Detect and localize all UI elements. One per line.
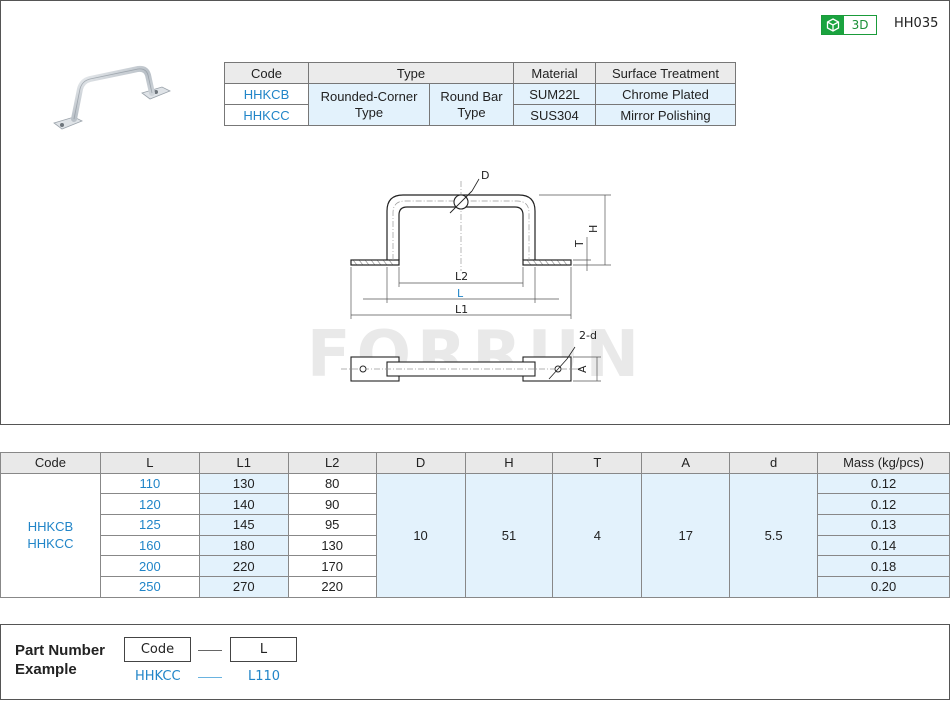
part-number-title-line1: Part Number xyxy=(15,642,106,659)
spec-header-a: A xyxy=(641,452,731,474)
h-cell: 51 xyxy=(464,472,554,598)
table-row: 120 140 90 0.12 xyxy=(1,493,950,516)
l-cell[interactable]: 160 xyxy=(99,534,200,557)
product-photo xyxy=(53,65,171,130)
d-cell: 10 xyxy=(375,472,466,598)
mass-cell: 0.13 xyxy=(817,514,950,536)
pn-example-code: HHKCC xyxy=(135,669,181,684)
header-surface: Surface Treatment xyxy=(595,62,736,84)
spec-header-code: Code xyxy=(0,452,101,474)
material-cell: SUM22L xyxy=(513,83,596,105)
dim-label-l: L xyxy=(457,287,464,300)
dim-label-t: T xyxy=(573,240,586,248)
l2-cell: 80 xyxy=(287,472,377,495)
dim-label-l2: L2 xyxy=(455,270,468,283)
type-cell-rounded: Rounded-Corner Type xyxy=(308,83,430,126)
table-row: 125 145 95 0.13 xyxy=(1,514,950,536)
pn-example-separator xyxy=(198,677,222,678)
spec-header-l2: L2 xyxy=(287,452,377,474)
table-row: HHKCB HHKCC 110 130 80 10 51 4 17 5.5 0.… xyxy=(0,472,950,598)
header-type: Type xyxy=(308,62,514,84)
pn-separator xyxy=(198,650,222,651)
dim-label-d-upper: D xyxy=(481,169,489,182)
dim-label-holes: 2-d xyxy=(579,329,597,342)
mass-cell: 0.18 xyxy=(817,555,950,578)
l1-cell: 270 xyxy=(198,576,289,598)
spec-header-h: H xyxy=(464,452,554,474)
material-table: Code Type Material Surface Treatment HHK… xyxy=(224,62,736,126)
spec-code-hhkcc: HHKCC xyxy=(27,536,74,552)
l2-cell: 220 xyxy=(287,576,377,598)
l1-cell: 220 xyxy=(198,555,289,578)
type-cell-round-bar: Round Bar Type xyxy=(429,83,514,126)
surface-cell: Chrome Plated xyxy=(595,83,736,105)
mass-cell: 0.12 xyxy=(817,493,950,516)
part-number-title-line2: Example xyxy=(15,661,77,678)
l2-cell: 170 xyxy=(287,555,377,578)
3d-label: 3D xyxy=(851,18,869,32)
header-code: Code xyxy=(224,62,309,84)
spec-header-t: T xyxy=(552,452,643,474)
cube-icon xyxy=(822,16,844,34)
pn-example-l: L110 xyxy=(248,669,281,684)
dim-label-a: A xyxy=(576,365,589,373)
part-number-panel: Part Number Example Code L HHKCC L110 xyxy=(0,624,950,700)
hole-d-cell: 5.5 xyxy=(729,472,819,598)
dim-label-h: H xyxy=(587,225,600,233)
mass-cell: 0.14 xyxy=(817,534,950,557)
table-row: 200 220 170 0.18 xyxy=(1,555,950,578)
table-row: 250 270 220 0.20 xyxy=(1,576,950,598)
part-number-title: Part Number Example xyxy=(15,641,105,679)
t-cell: 4 xyxy=(552,472,643,598)
l2-cell: 95 xyxy=(287,514,377,536)
l1-cell: 140 xyxy=(198,493,289,516)
spec-code-hhkcb: HHKCB xyxy=(27,519,74,535)
dim-label-l1: L1 xyxy=(455,303,468,316)
mass-cell: 0.12 xyxy=(817,472,950,495)
spec-table: Code L L1 L2 D H T A d Mass (kg/pcs) HHK… xyxy=(0,452,950,598)
l-cell[interactable]: 110 xyxy=(99,472,200,495)
spec-header-l1: L1 xyxy=(198,452,289,474)
spec-header-mass: Mass (kg/pcs) xyxy=(817,452,950,474)
l-cell[interactable]: 125 xyxy=(99,514,200,536)
l1-cell: 180 xyxy=(198,534,289,557)
surface-cell: Mirror Polishing xyxy=(595,104,736,126)
spec-header-l: L xyxy=(99,452,200,474)
l1-cell: 130 xyxy=(198,472,289,495)
product-overview-panel: 3D HH035 Code Type Material Surface Trea… xyxy=(0,0,950,425)
l-cell[interactable]: 250 xyxy=(99,576,200,598)
l1-cell: 145 xyxy=(198,514,289,536)
l2-cell: 130 xyxy=(287,534,377,557)
l-cell[interactable]: 200 xyxy=(99,555,200,578)
code-cell[interactable]: HHKCC xyxy=(224,104,309,126)
code-cell[interactable]: HHKCB xyxy=(224,83,309,105)
pn-l-box: L xyxy=(230,637,297,662)
3d-view-button[interactable]: 3D xyxy=(821,15,877,35)
material-cell: SUS304 xyxy=(513,104,596,126)
spec-code-cell[interactable]: HHKCB HHKCC xyxy=(0,472,101,598)
a-cell: 17 xyxy=(641,472,731,598)
pn-code-box: Code xyxy=(124,637,191,662)
spec-header-d: D xyxy=(375,452,466,474)
series-code: HH035 xyxy=(894,16,939,31)
technical-drawing: FORRUN D H T xyxy=(307,169,639,392)
header-material: Material xyxy=(513,62,596,84)
spec-header-d-hole: d xyxy=(729,452,819,474)
l-cell[interactable]: 120 xyxy=(99,493,200,516)
mass-cell: 0.20 xyxy=(817,576,950,598)
l2-cell: 90 xyxy=(287,493,377,516)
